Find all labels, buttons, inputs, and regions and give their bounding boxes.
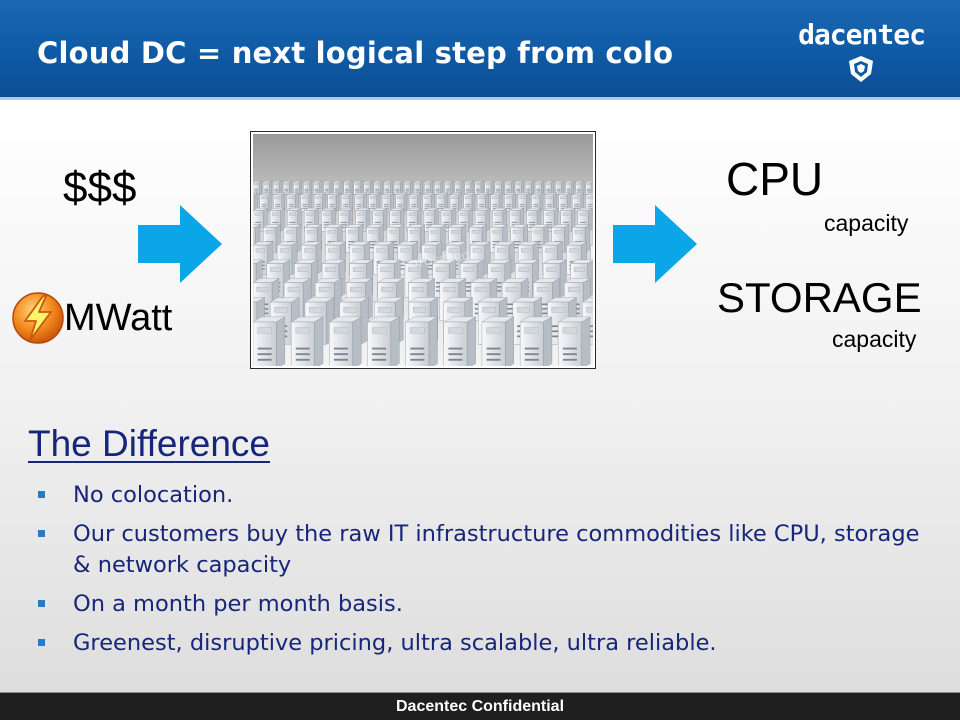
storage-capacity-label: capacity xyxy=(832,326,917,352)
storage-label: STORAGE xyxy=(717,274,922,321)
server-rows-image: FOTOSEARCH xyxy=(250,131,596,369)
slide-title: Cloud DC = next logical step from colo xyxy=(37,36,674,70)
lightning-bolt-icon xyxy=(12,292,64,344)
footer-confidential: Dacentec Confidential xyxy=(395,698,565,715)
bullet-square-icon xyxy=(38,600,45,607)
title-bar: Cloud DC = next logical step from colo d… xyxy=(0,0,960,100)
arrow-right-icon xyxy=(613,205,697,283)
difference-list: No colocation. Our customers buy the raw… xyxy=(38,480,938,667)
brand-wordmark: dacentec xyxy=(798,18,926,51)
cpu-label: CPU xyxy=(726,153,824,205)
money-label: $$$ xyxy=(63,163,137,212)
list-item: No colocation. xyxy=(38,480,938,511)
footer-bar: Dacentec Confidential xyxy=(0,692,960,720)
list-item: Greenest, disruptive pricing, ultra scal… xyxy=(38,628,938,659)
difference-heading: The Difference xyxy=(28,423,270,464)
bullet-square-icon xyxy=(38,491,45,498)
shield-icon xyxy=(849,56,873,82)
list-item: On a month per month basis. xyxy=(38,589,938,620)
bullet-square-icon xyxy=(38,639,45,646)
cpu-capacity-label: capacity xyxy=(824,210,909,236)
bullet-square-icon xyxy=(38,530,45,537)
list-item: Our customers buy the raw IT infrastruct… xyxy=(38,519,938,581)
arrow-right-icon xyxy=(138,205,222,283)
dacentec-logo: dacentec xyxy=(784,18,939,90)
power-label: MWatt xyxy=(64,297,173,339)
